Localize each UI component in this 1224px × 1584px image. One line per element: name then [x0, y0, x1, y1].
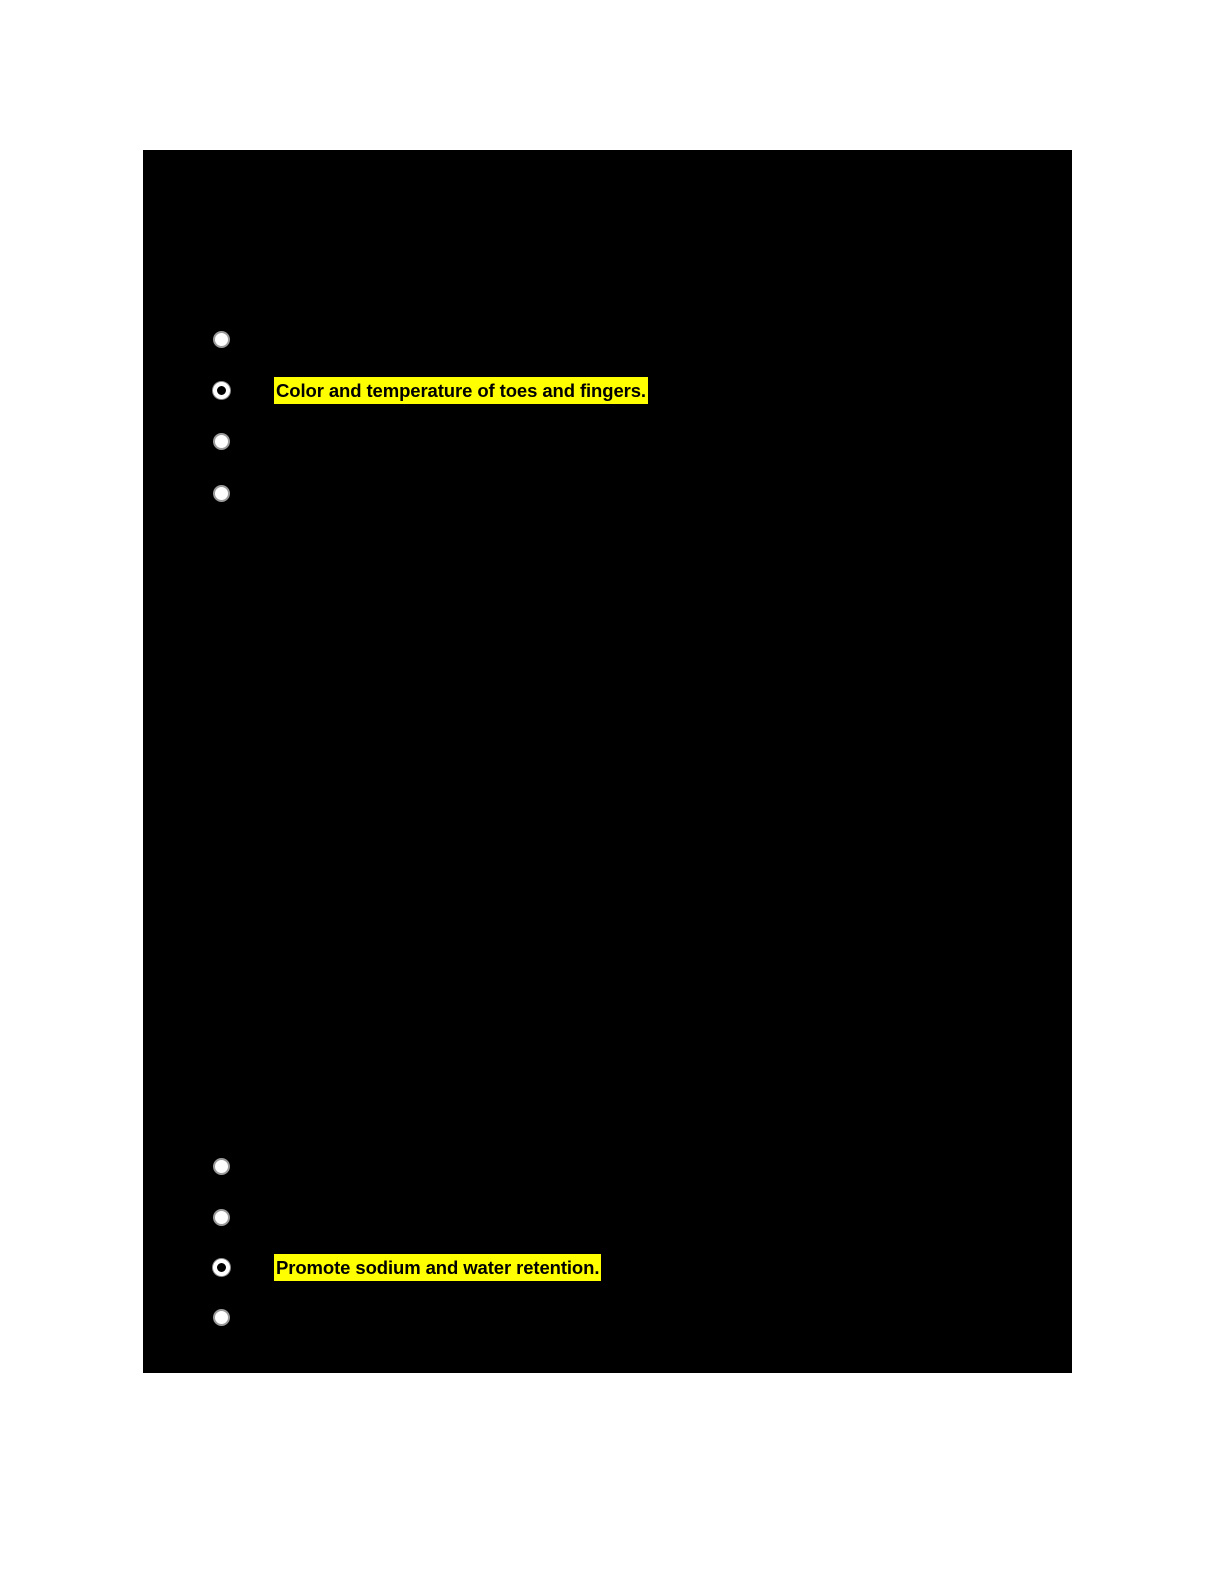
list-item[interactable]: [143, 1149, 230, 1183]
list-item-label: Promote sodium and water retention.: [274, 1253, 602, 1281]
filled-disc-bullet-icon: [213, 432, 230, 450]
list-item-label: Color and temperature of toes and finger…: [274, 376, 648, 404]
list-item[interactable]: [143, 1200, 230, 1234]
filled-disc-bullet-icon: [213, 330, 230, 348]
list-item[interactable]: Color and temperature of toes and finger…: [143, 373, 648, 407]
list-item[interactable]: [143, 1300, 230, 1334]
list-item[interactable]: [143, 424, 230, 458]
list-item[interactable]: [143, 476, 230, 510]
redacted-document-page: Color and temperature of toes and finger…: [143, 150, 1072, 1373]
ring-bullet-icon: [213, 381, 230, 399]
ring-bullet-icon: [213, 1258, 230, 1276]
list-item[interactable]: Promote sodium and water retention.: [143, 1250, 602, 1284]
filled-disc-bullet-icon: [213, 1208, 230, 1226]
list-item[interactable]: [143, 322, 230, 356]
filled-disc-bullet-icon: [213, 1308, 230, 1326]
filled-disc-bullet-icon: [213, 484, 230, 502]
filled-disc-bullet-icon: [213, 1157, 230, 1175]
